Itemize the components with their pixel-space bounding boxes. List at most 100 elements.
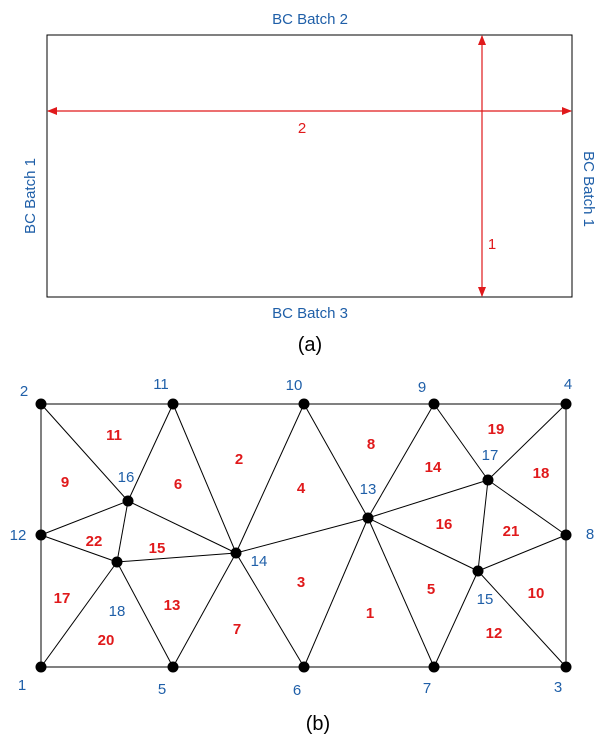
element-label-14: 14: [425, 459, 442, 476]
mesh-nodes: [35, 398, 572, 673]
mesh-edge-9-13: [367, 403, 435, 519]
node-4: [560, 398, 572, 410]
mesh-edge-15-7: [433, 570, 479, 668]
panel-a: BC Batch 2 BC Batch 3 BC Batch 1 BC Batc…: [22, 11, 597, 356]
bc-batch-right-label: BC Batch 1: [580, 151, 597, 227]
node-label-12: 12: [10, 527, 27, 544]
mesh-edge-15-3: [477, 570, 567, 668]
mesh-edge-2-16: [40, 403, 129, 502]
node-11: [167, 398, 179, 410]
node-9: [428, 398, 440, 410]
node-16: [122, 495, 134, 507]
element-label-11: 11: [106, 427, 122, 444]
direction-2-label: 2: [298, 120, 306, 137]
node-8: [560, 529, 572, 541]
element-label-19: 19: [488, 421, 505, 438]
domain-rectangle: [46, 34, 573, 298]
node-14: [230, 547, 242, 559]
node-label-6: 6: [293, 682, 301, 699]
node-label-8: 8: [586, 526, 594, 543]
node-17: [482, 474, 494, 486]
node-label-17: 17: [482, 447, 499, 464]
element-label-1: 1: [366, 605, 374, 622]
node-label-18: 18: [109, 603, 126, 620]
node-label-7: 7: [423, 680, 431, 697]
element-label-8: 8: [367, 436, 375, 453]
mesh-edge-12-18: [40, 534, 118, 563]
mesh-edge-13-7: [367, 517, 435, 668]
element-label-10: 10: [528, 585, 545, 602]
mesh-edge-17-8: [487, 479, 567, 536]
node-3: [560, 661, 572, 673]
element-label-5: 5: [427, 581, 435, 598]
element-label-21: 21: [503, 523, 520, 540]
node-label-3: 3: [554, 679, 562, 696]
element-label-15: 15: [149, 540, 166, 557]
node-label-4: 4: [564, 376, 572, 393]
mesh-edge-14-6: [235, 552, 305, 668]
element-label-2: 2: [235, 451, 243, 468]
node-15: [472, 565, 484, 577]
node-18: [111, 556, 123, 568]
mesh-edge-14-13: [235, 517, 369, 554]
node-label-10: 10: [286, 377, 303, 394]
mesh-edge-13-17: [367, 479, 489, 519]
node-label-13: 13: [360, 481, 377, 498]
node-10: [298, 398, 310, 410]
node-label-2: 2: [20, 383, 28, 400]
element-label-16: 16: [436, 516, 453, 533]
node-13: [362, 512, 374, 524]
node-1: [35, 661, 47, 673]
mesh-edge-17-15: [477, 479, 489, 572]
node-7: [428, 661, 440, 673]
mesh-edge-13-6: [303, 517, 369, 668]
node-12: [35, 529, 47, 541]
mesh-edge-18-5: [116, 561, 174, 668]
element-label-9: 9: [61, 474, 69, 491]
caption-b: (b): [306, 713, 330, 735]
element-label-22: 22: [86, 533, 103, 550]
node-2: [35, 398, 47, 410]
mesh-edge-4-17: [487, 403, 567, 481]
node-5: [167, 661, 179, 673]
mesh-edge-10-14: [235, 403, 305, 554]
node-label-5: 5: [158, 681, 166, 698]
mesh-edge-12-16: [40, 500, 129, 536]
mesh-edges: [40, 403, 567, 668]
node-label-16: 16: [118, 469, 135, 486]
node-label-9: 9: [418, 379, 426, 396]
mesh-edge-16-14: [127, 500, 237, 554]
element-label-20: 20: [98, 632, 115, 649]
element-label-13: 13: [164, 597, 181, 614]
mesh-edge-10-13: [303, 403, 369, 519]
node-6: [298, 661, 310, 673]
direction-1-label: 1: [488, 236, 496, 253]
mesh-edge-15-8: [477, 534, 567, 572]
caption-a: (a): [298, 334, 322, 356]
mesh-edge-18-14: [116, 552, 237, 563]
mesh-edge-9-17: [433, 403, 489, 481]
node-label-14: 14: [251, 553, 268, 570]
node-label-11: 11: [153, 376, 169, 393]
bc-batch-top-label: BC Batch 2: [272, 11, 348, 28]
element-label-17: 17: [54, 590, 71, 607]
mesh-edge-13-15: [367, 517, 479, 572]
element-label-6: 6: [174, 476, 182, 493]
mesh-edge-18-1: [40, 561, 118, 668]
bc-batch-bottom-label: BC Batch 3: [272, 305, 348, 322]
mesh-edge-16-18: [116, 500, 129, 563]
element-label-18: 18: [533, 465, 550, 482]
bc-batch-left-label: BC Batch 1: [22, 158, 39, 234]
element-label-3: 3: [297, 574, 305, 591]
node-label-15: 15: [477, 591, 494, 608]
element-label-7: 7: [233, 621, 241, 638]
element-label-12: 12: [486, 625, 503, 642]
node-label-1: 1: [18, 677, 26, 694]
element-label-4: 4: [297, 480, 306, 497]
mesh-edge-11-14: [172, 403, 237, 554]
mesh-edge-14-5: [172, 552, 237, 668]
